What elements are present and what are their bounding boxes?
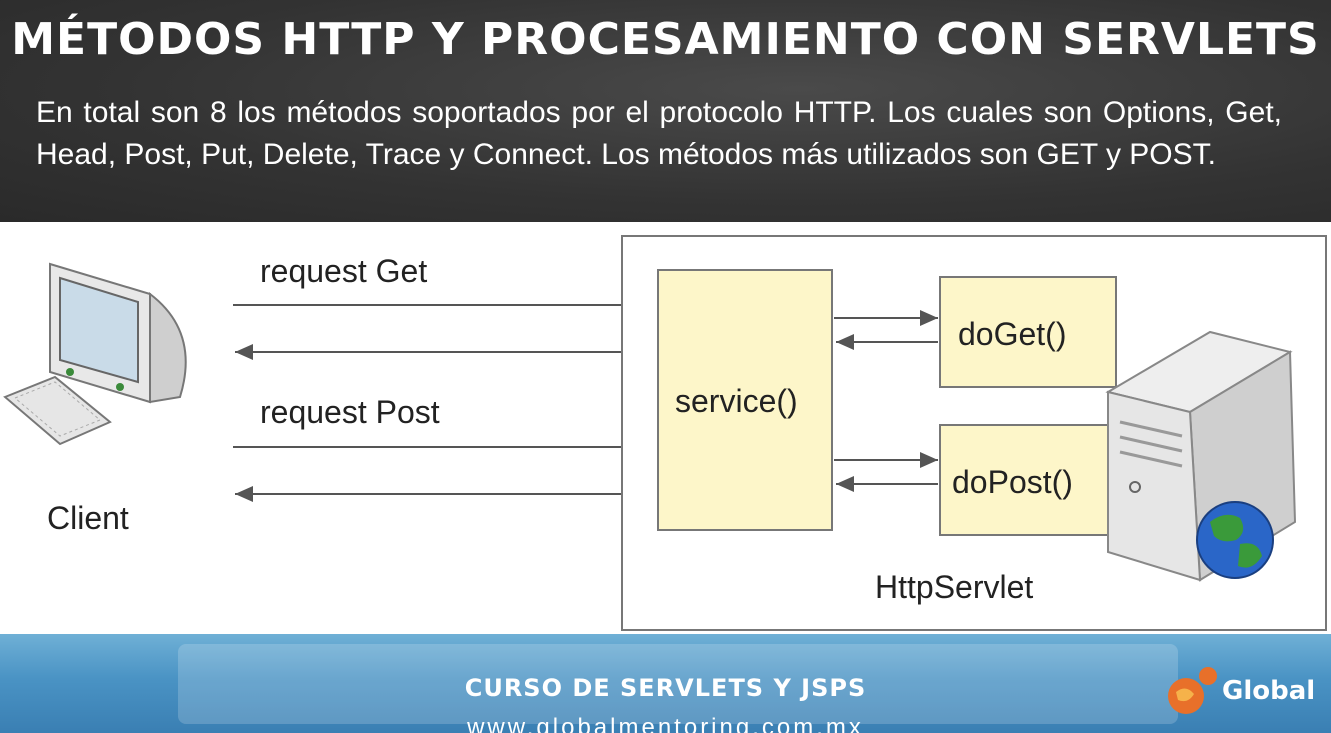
service-label: service() bbox=[675, 383, 798, 419]
slide-title: MÉTODOS HTTP Y PROCESAMIENTO CON SERVLET… bbox=[11, 14, 1320, 65]
global-mentoring-logo: Global bbox=[1160, 664, 1320, 730]
diagram-svg: request Get request Post Client HttpServ… bbox=[3, 235, 1327, 631]
doget-box bbox=[939, 276, 1117, 388]
servlet-diagram: request Get request Post Client HttpServ… bbox=[0, 222, 1331, 634]
course-url: www.globalmentoring.com.mx bbox=[467, 714, 864, 733]
slide-header: MÉTODOS HTTP Y PROCESAMIENTO CON SERVLET… bbox=[0, 0, 1331, 222]
course-title: CURSO DE SERVLETS Y JSPS bbox=[464, 674, 867, 702]
logo-text: Global bbox=[1222, 676, 1316, 706]
request-post-label: request Post bbox=[260, 394, 440, 430]
dopost-label: doPost() bbox=[952, 464, 1073, 500]
doget-label: doGet() bbox=[958, 316, 1066, 352]
footer-band bbox=[178, 644, 1178, 724]
httpservlet-label: HttpServlet bbox=[875, 569, 1033, 605]
request-get-label: request Get bbox=[260, 253, 427, 289]
logo-globe-icon bbox=[1168, 667, 1217, 714]
client-label: Client bbox=[47, 500, 129, 536]
slide-footer: CURSO DE SERVLETS Y JSPS www.globalmento… bbox=[0, 634, 1331, 733]
computer-icon bbox=[3, 262, 187, 446]
service-box bbox=[657, 269, 833, 531]
slide-paragraph: En total son 8 los métodos soportados po… bbox=[36, 96, 1282, 171]
globe-icon bbox=[1196, 501, 1274, 579]
dopost-box bbox=[939, 424, 1117, 536]
